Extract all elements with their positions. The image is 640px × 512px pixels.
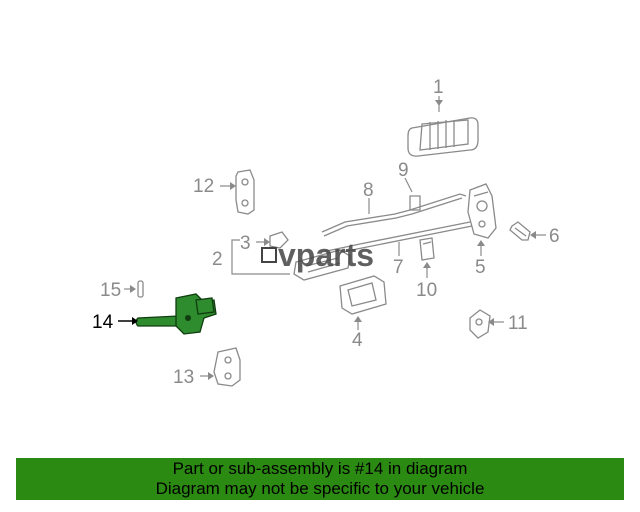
arrow-12 [230,182,236,190]
part-2-inner-handle[interactable] [293,249,351,281]
banner-line-2: Diagram may not be specific to your vehi… [155,479,485,498]
arrow-3 [264,238,270,246]
arrow-4 [354,316,362,322]
callout-6: 6 [549,226,560,247]
callout-10: 10 [416,280,437,301]
callout-14: 14 [92,312,114,333]
callout-7: 7 [393,257,404,278]
part-12-upper-hinge[interactable] [235,169,255,215]
watermark-logo: vparts [261,237,374,273]
part-11-striker[interactable] [469,309,491,339]
arrow-1 [435,100,443,106]
part-5-latch[interactable] [467,183,497,239]
callout-8: 8 [363,180,374,201]
arrow-5 [477,240,485,246]
callout-3: 3 [240,233,251,254]
part-15-pin[interactable] [137,280,144,298]
part-13-lower-hinge[interactable] [213,347,241,387]
arrow-15 [130,285,136,293]
leader-9 [404,177,413,193]
callout-12: 12 [193,176,214,197]
info-banner: Part or sub-assembly is #14 in diagram D… [16,458,624,500]
part-4-bezel[interactable] [339,275,387,315]
arrow-14 [132,317,138,325]
arrow-11 [488,318,494,326]
part-9-clip[interactable] [409,195,421,211]
watermark-text: vparts [278,237,374,273]
arrow-6 [530,231,536,239]
part-3-clip[interactable] [269,231,289,249]
callout-5: 5 [475,257,486,278]
callout-11: 11 [508,313,528,334]
arrow-10 [423,262,431,268]
callout-1: 1 [433,77,444,98]
callout-9: 9 [398,160,409,181]
banner-line-1: Part or sub-assembly is #14 in diagram [172,459,468,478]
part-14-door-check[interactable] [135,293,217,335]
callout-15: 15 [100,280,121,301]
part-8-upper-rod[interactable] [321,193,467,237]
part-10-block[interactable] [419,237,435,261]
arrow-13 [208,372,214,380]
callout-2: 2 [212,249,223,270]
callout-13: 13 [173,367,194,388]
part-1-outer-handle[interactable] [407,117,479,157]
part-6-grommet[interactable] [509,221,531,241]
bracket-2 [231,239,290,275]
callout-4: 4 [352,330,363,351]
